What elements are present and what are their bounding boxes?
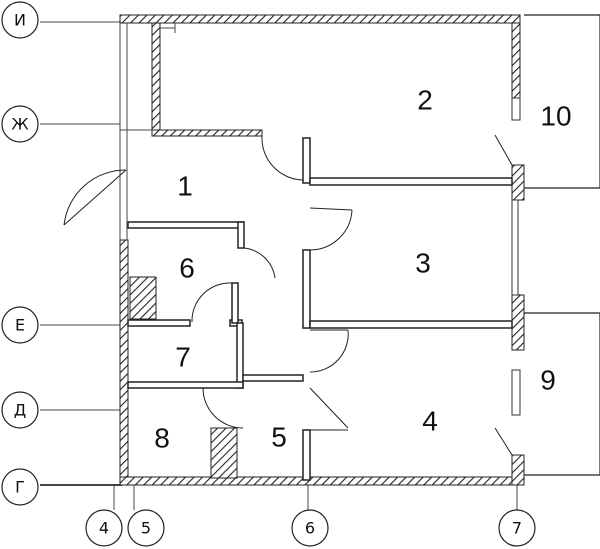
axis-marker-row-5: Г	[1, 468, 39, 506]
balconies	[524, 14, 600, 476]
exterior-walls	[119, 14, 525, 486]
svg-text:7: 7	[512, 519, 522, 538]
axis-marker-col-1: 4	[85, 509, 123, 547]
axis-marker-row-3: Е	[1, 306, 39, 344]
svg-text:И: И	[14, 11, 26, 30]
room-label-8: 8	[154, 423, 170, 454]
axis-lines	[40, 21, 518, 510]
room-label-5: 5	[271, 422, 287, 453]
row-axis-markers: И Ж Е Д Г	[1, 1, 39, 506]
axis-marker-row-4: Д	[1, 391, 39, 429]
axis-marker-row-2: Ж	[1, 105, 39, 143]
door-swings	[63, 134, 513, 456]
room-labels: 1 2 3 4 5 6 7 8 9 10	[154, 85, 571, 454]
entrance-area	[119, 23, 176, 240]
axis-marker-row-1: И	[1, 1, 39, 39]
interior-walls	[127, 137, 513, 481]
axis-marker-col-3: 6	[291, 509, 329, 547]
room-label-1: 1	[177, 171, 193, 202]
room-label-4: 4	[422, 406, 438, 437]
room-label-6: 6	[179, 253, 195, 284]
room-label-3: 3	[415, 248, 431, 279]
svg-text:Ж: Ж	[11, 115, 28, 134]
room-label-7: 7	[175, 342, 191, 373]
room-label-9: 9	[540, 365, 556, 396]
svg-text:Е: Е	[15, 316, 25, 335]
room-label-2: 2	[417, 85, 433, 116]
svg-text:Г: Г	[15, 478, 25, 497]
axis-marker-col-2: 5	[127, 509, 165, 547]
svg-text:Д: Д	[14, 401, 27, 420]
column-axis-markers: 4 5 6 7	[85, 509, 536, 547]
svg-text:6: 6	[305, 519, 315, 538]
room-label-10: 10	[540, 101, 571, 132]
svg-text:4: 4	[99, 519, 109, 538]
svg-text:5: 5	[141, 519, 151, 538]
windows	[511, 97, 521, 416]
axis-marker-col-4: 7	[498, 509, 536, 547]
